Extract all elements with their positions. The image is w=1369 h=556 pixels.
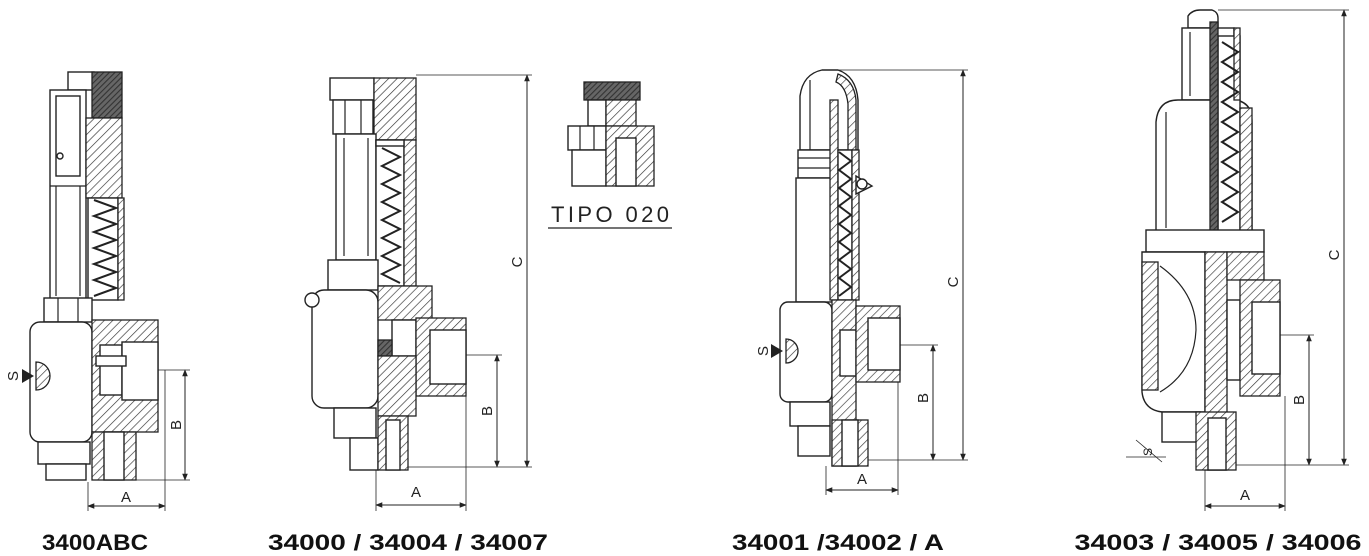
lever-boss	[785, 338, 799, 364]
dimension-s-arrow	[771, 344, 783, 358]
bonnet-nut	[43, 297, 93, 323]
valve-34001: S A B C 34001 /34002 / A	[732, 69, 968, 555]
body-flange	[1145, 229, 1265, 253]
body-chamber	[391, 319, 417, 357]
dimension-s-label: S	[755, 346, 772, 356]
dimension-c-label: C	[1326, 249, 1343, 260]
dimension-b-label: B	[915, 393, 932, 403]
drain-nut	[1161, 411, 1201, 443]
lock-nut	[332, 99, 374, 135]
column-wall	[1233, 27, 1241, 101]
inset-tipo-020: TIPO 020	[548, 81, 672, 229]
spring	[1220, 41, 1240, 223]
dimension-b-label: B	[1291, 395, 1308, 405]
bonnet-wall	[85, 117, 123, 199]
lock-ring	[797, 149, 833, 179]
bottom-nut	[45, 463, 87, 481]
adjusting-screw	[373, 77, 417, 141]
valve-caption: 3400ABC	[42, 530, 148, 555]
dimension-c-label: C	[509, 256, 526, 267]
bonnet-wall	[851, 149, 860, 301]
base	[571, 149, 607, 187]
body-chamber	[1226, 299, 1241, 381]
cap-skirt	[587, 99, 607, 127]
valve-caption: 34000 / 34004 / 34007	[268, 530, 548, 555]
dimension-s-label: S	[1141, 448, 1155, 456]
inlet-nut	[797, 425, 831, 457]
dimension-s-arrow	[22, 369, 34, 383]
dimension-s-label: S	[5, 371, 22, 381]
spring	[837, 151, 853, 297]
valve-caption: 34003 / 34005 / 34006	[1075, 530, 1362, 555]
dimension-a-label: A	[857, 471, 867, 488]
bottom-nut	[37, 441, 91, 465]
outlet-bore	[867, 317, 901, 371]
body-wall	[377, 355, 417, 417]
tube-window	[55, 95, 81, 177]
valve-3400abc: A B S 3400ABC	[5, 71, 190, 555]
cap-adjuster	[91, 71, 123, 119]
body-nut	[333, 407, 377, 439]
bonnet-column	[795, 177, 833, 303]
lever-knob	[304, 292, 320, 308]
inlet-nut	[349, 437, 379, 471]
bonnet-column	[335, 133, 377, 261]
bonnet-seat	[377, 285, 433, 321]
spring	[379, 147, 403, 284]
inset-caption: TIPO 020	[551, 202, 669, 227]
dimension-a-label: A	[121, 489, 131, 506]
dimension-s-line	[1135, 439, 1163, 463]
spring	[91, 199, 119, 297]
inlet-bore	[1207, 417, 1227, 471]
spring-chamber	[375, 139, 405, 287]
bonnet-wall	[403, 139, 417, 287]
outlet-bore	[121, 341, 159, 401]
spindle	[829, 99, 839, 301]
top-cap	[67, 71, 95, 91]
dimension-b-label: B	[168, 420, 185, 430]
valve-disc	[95, 355, 127, 367]
valve-caption: 34001 /34002 / A	[732, 530, 944, 555]
cap	[583, 81, 641, 101]
inlet-bore	[841, 419, 859, 467]
bonnet-nut	[327, 259, 379, 291]
dimension-a-label: A	[411, 484, 421, 501]
body-chamber	[99, 344, 123, 396]
tube-pin	[56, 152, 64, 160]
bore	[615, 137, 637, 187]
body-chamber	[839, 329, 857, 377]
outlet-bore	[1251, 301, 1281, 375]
dimension-c-label: C	[945, 276, 962, 287]
body-left	[311, 289, 379, 409]
body-nut	[789, 401, 831, 427]
disc-guide	[377, 339, 393, 357]
valve-34003: S A B C 34003 / 34005 / 34006	[1075, 9, 1362, 555]
screw-body	[605, 99, 637, 127]
body-right-wall	[1226, 251, 1265, 281]
lever-boss	[35, 361, 51, 391]
cap-nut	[329, 77, 375, 101]
lever-pin	[856, 178, 868, 190]
valve-34000: A B C 34000 / 34004 / 34007	[268, 74, 548, 555]
body-left-wall	[1141, 261, 1159, 391]
spring-washer	[375, 139, 405, 147]
inlet-bore	[385, 419, 401, 471]
spring-wall	[117, 197, 125, 301]
nut	[567, 125, 607, 151]
outlet-bore	[429, 329, 467, 385]
body-cavity-curve	[1159, 265, 1197, 393]
bonnet-wall	[1239, 107, 1253, 233]
dimension-a-label: A	[1240, 487, 1250, 504]
inlet-bore	[103, 431, 125, 481]
dimension-b-label: B	[479, 406, 496, 416]
